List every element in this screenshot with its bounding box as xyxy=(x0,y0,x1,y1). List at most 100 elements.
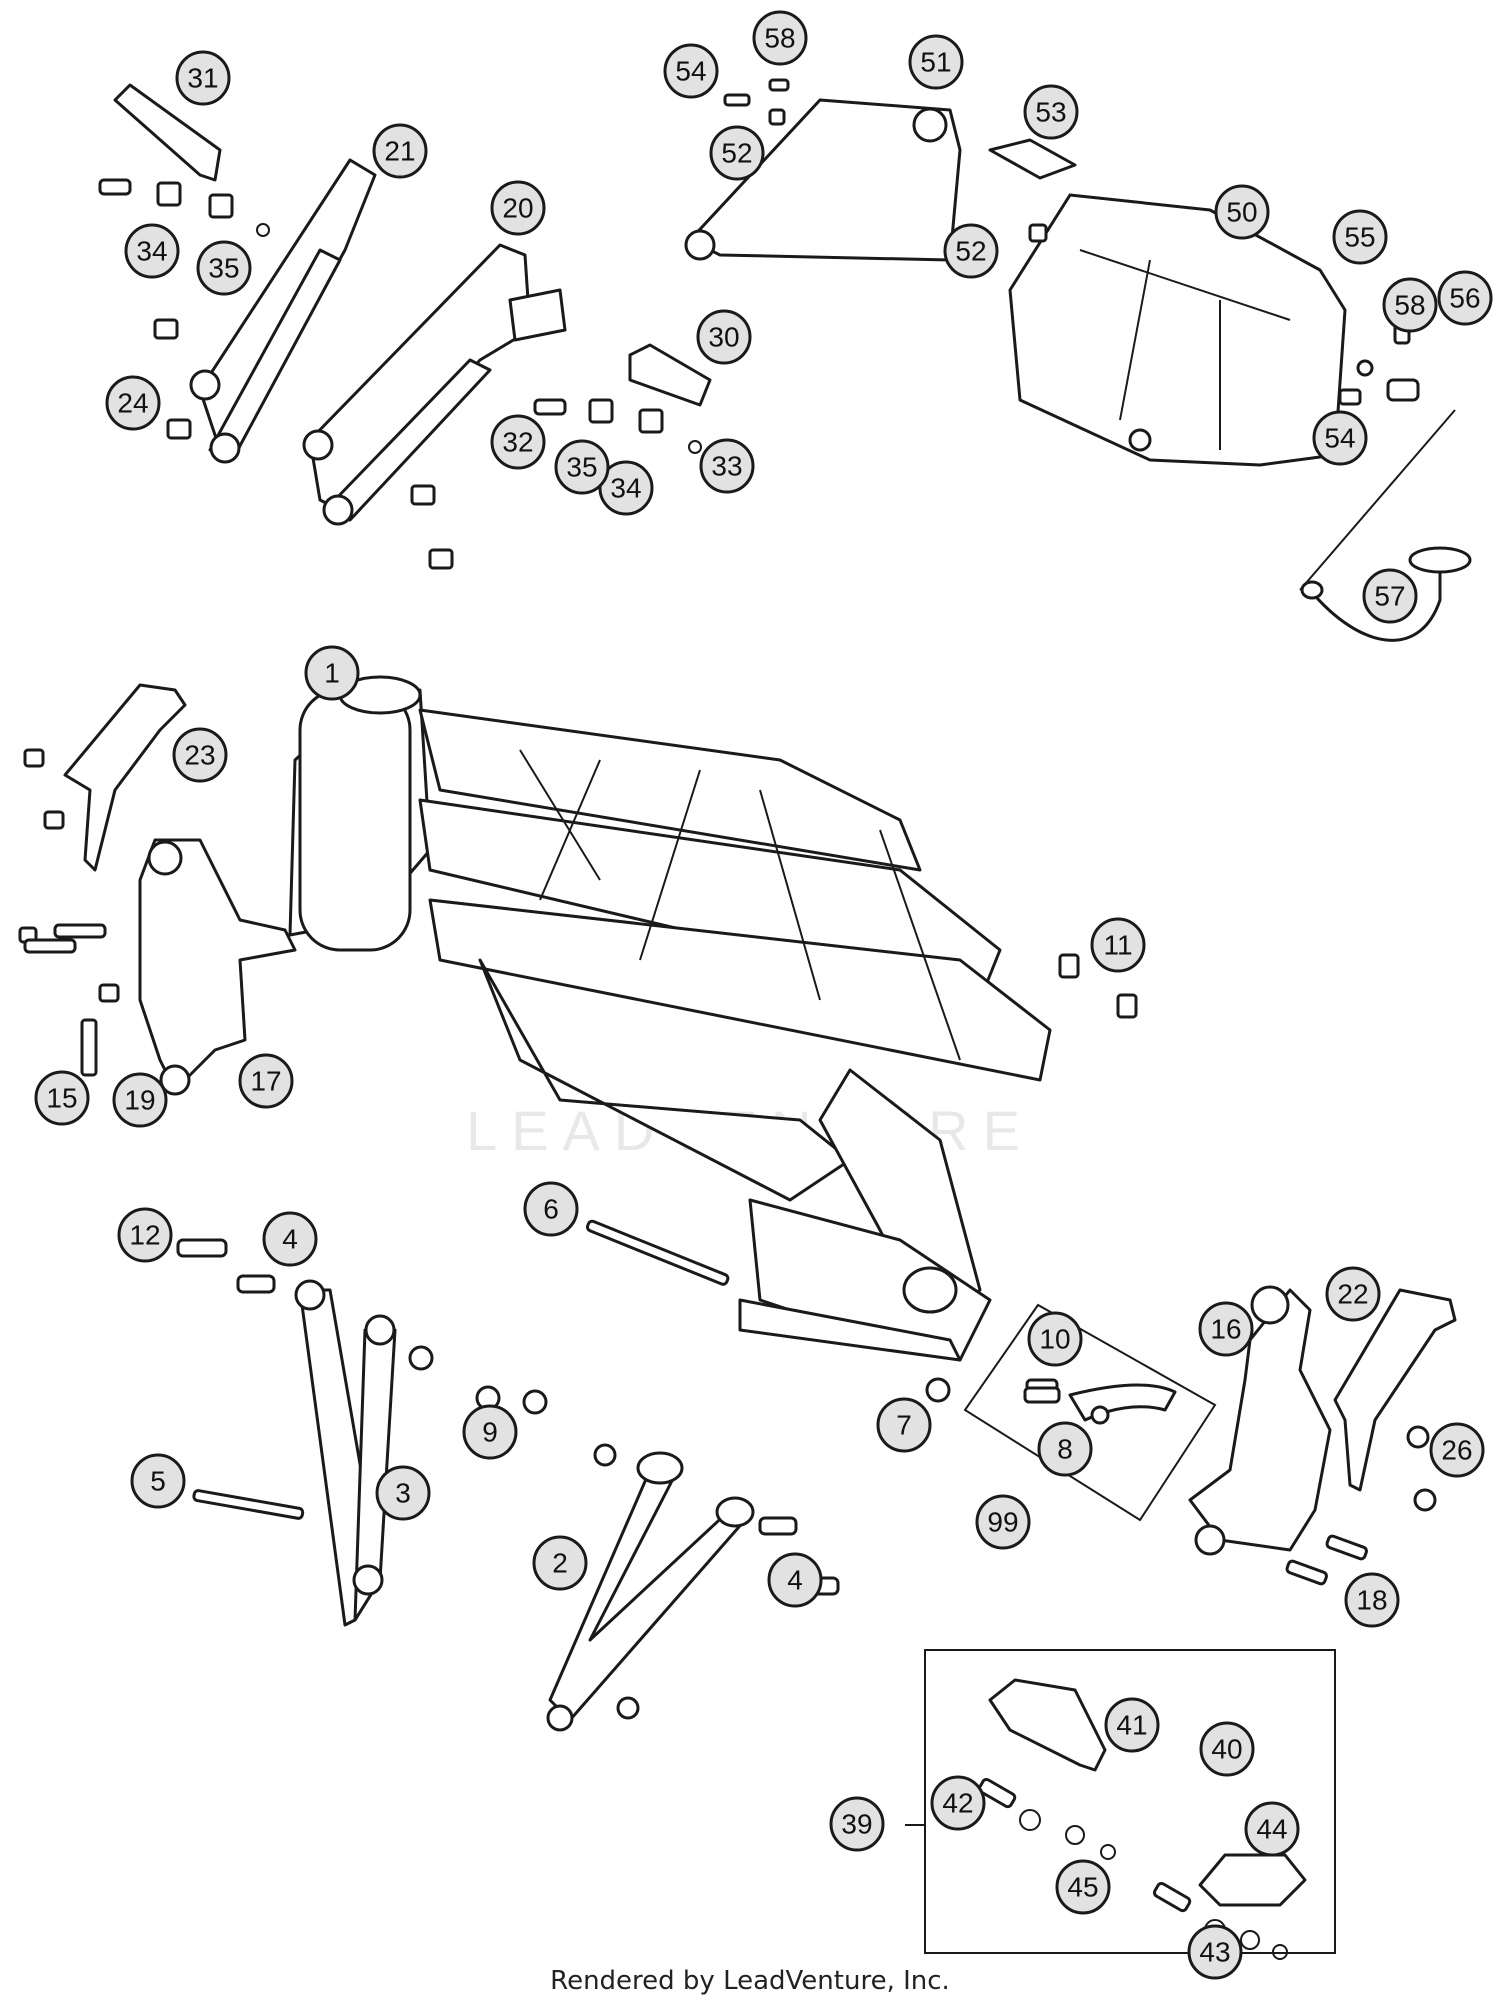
airbox-part xyxy=(1008,193,1420,467)
callout-number: 35 xyxy=(208,253,239,284)
callout-number: 24 xyxy=(117,388,148,419)
callout-number: 6 xyxy=(543,1194,559,1225)
callout-layer: 1234456789101112151617181920212223242630… xyxy=(34,10,1493,1980)
callout-39: 39 xyxy=(829,1796,885,1852)
callout-number: 34 xyxy=(610,473,641,504)
callout-40: 40 xyxy=(1199,1721,1255,1777)
callout-circle xyxy=(490,180,546,236)
callout-circle xyxy=(663,43,719,99)
callout-17: 17 xyxy=(238,1053,294,1109)
linkage-part xyxy=(546,1451,755,1732)
callout-circle xyxy=(709,125,765,181)
callout-circle xyxy=(304,645,360,701)
callout-circle xyxy=(1362,568,1418,624)
callout-9: 9 xyxy=(462,1404,518,1460)
callout-58: 58 xyxy=(752,10,808,66)
callout-number: 5 xyxy=(150,1466,166,1497)
callout-54: 54 xyxy=(1312,410,1368,466)
callout-number: 19 xyxy=(124,1085,155,1116)
callout-number: 20 xyxy=(502,193,533,224)
callout-33: 33 xyxy=(699,438,755,494)
callout-number: 39 xyxy=(841,1809,872,1840)
callout-number: 34 xyxy=(136,236,167,267)
callout-35: 35 xyxy=(196,240,252,296)
callout-number: 52 xyxy=(955,236,986,267)
callout-52: 52 xyxy=(943,223,999,279)
heel-guard-part xyxy=(23,683,187,872)
callout-circle xyxy=(1027,1311,1083,1367)
callout-6: 6 xyxy=(523,1181,579,1237)
callout-number: 4 xyxy=(787,1565,803,1596)
callout-circle xyxy=(1344,1572,1400,1628)
callout-11: 11 xyxy=(1090,917,1146,973)
callout-number: 31 xyxy=(187,63,218,94)
callout-number: 58 xyxy=(764,23,795,54)
footpeg-kit-box xyxy=(905,1649,1336,1960)
callout-number: 33 xyxy=(711,451,742,482)
callout-circle xyxy=(696,309,752,365)
callout-58: 58 xyxy=(1382,277,1438,333)
callout-number: 16 xyxy=(1210,1314,1241,1345)
callout-number: 9 xyxy=(482,1417,498,1448)
clip-part xyxy=(1058,953,1138,1019)
callout-31: 31 xyxy=(175,50,231,106)
callout-34: 34 xyxy=(124,223,180,279)
callout-circle xyxy=(1104,1697,1160,1753)
callout-32: 32 xyxy=(490,414,546,470)
callout-8: 8 xyxy=(1037,1421,1093,1477)
callout-57: 57 xyxy=(1362,568,1418,624)
callout-number: 41 xyxy=(1116,1710,1147,1741)
callout-circle xyxy=(462,1404,518,1460)
callout-22: 22 xyxy=(1325,1266,1381,1322)
callout-number: 2 xyxy=(552,1548,568,1579)
callout-4: 4 xyxy=(767,1552,823,1608)
callout-circle xyxy=(375,1465,431,1521)
callout-45: 45 xyxy=(1055,1859,1111,1915)
callout-number: 52 xyxy=(721,138,752,169)
callout-number: 35 xyxy=(566,452,597,483)
callout-number: 18 xyxy=(1356,1585,1387,1616)
callout-number: 56 xyxy=(1449,283,1480,314)
callout-number: 23 xyxy=(184,740,215,771)
callout-7: 7 xyxy=(876,1397,932,1453)
callout-53: 53 xyxy=(1023,84,1079,140)
callout-circle xyxy=(34,1070,90,1126)
rear-subframe-part xyxy=(684,78,1077,262)
callout-number: 57 xyxy=(1374,581,1405,612)
callout-19: 19 xyxy=(112,1072,168,1128)
callout-circle xyxy=(105,375,161,431)
callout-circle xyxy=(1055,1859,1111,1915)
callout-number: 45 xyxy=(1067,1872,1098,1903)
callout-number: 12 xyxy=(129,1220,160,1251)
callout-number: 3 xyxy=(395,1478,411,1509)
callout-circle xyxy=(262,1211,318,1267)
callout-circle xyxy=(699,438,755,494)
callout-number: 51 xyxy=(920,47,951,78)
nut-part xyxy=(408,1345,1437,1720)
callout-circle xyxy=(1244,1801,1300,1857)
callout-circle xyxy=(490,414,546,470)
callout-circle xyxy=(112,1072,168,1128)
callout-35: 35 xyxy=(554,439,610,495)
callout-number: 1 xyxy=(324,658,340,689)
callout-number: 8 xyxy=(1057,1434,1073,1465)
kit-box xyxy=(963,1303,1217,1522)
callout-circle xyxy=(172,727,228,783)
callout-circle xyxy=(1023,84,1079,140)
callout-number: 10 xyxy=(1039,1324,1070,1355)
callout-54: 54 xyxy=(663,43,719,99)
callout-15: 15 xyxy=(34,1070,90,1126)
callout-circle xyxy=(1199,1721,1255,1777)
callout-number: 17 xyxy=(250,1066,281,1097)
callout-4: 4 xyxy=(262,1211,318,1267)
callout-circle xyxy=(117,1207,173,1263)
callout-circle xyxy=(1437,270,1493,326)
callout-circle xyxy=(1198,1301,1254,1357)
callout-50: 50 xyxy=(1214,184,1270,240)
callout-circle xyxy=(1325,1266,1381,1322)
callout-number: 7 xyxy=(896,1410,912,1441)
callout-circle xyxy=(829,1796,885,1852)
callout-circle xyxy=(130,1453,186,1509)
callout-1: 1 xyxy=(304,645,360,701)
